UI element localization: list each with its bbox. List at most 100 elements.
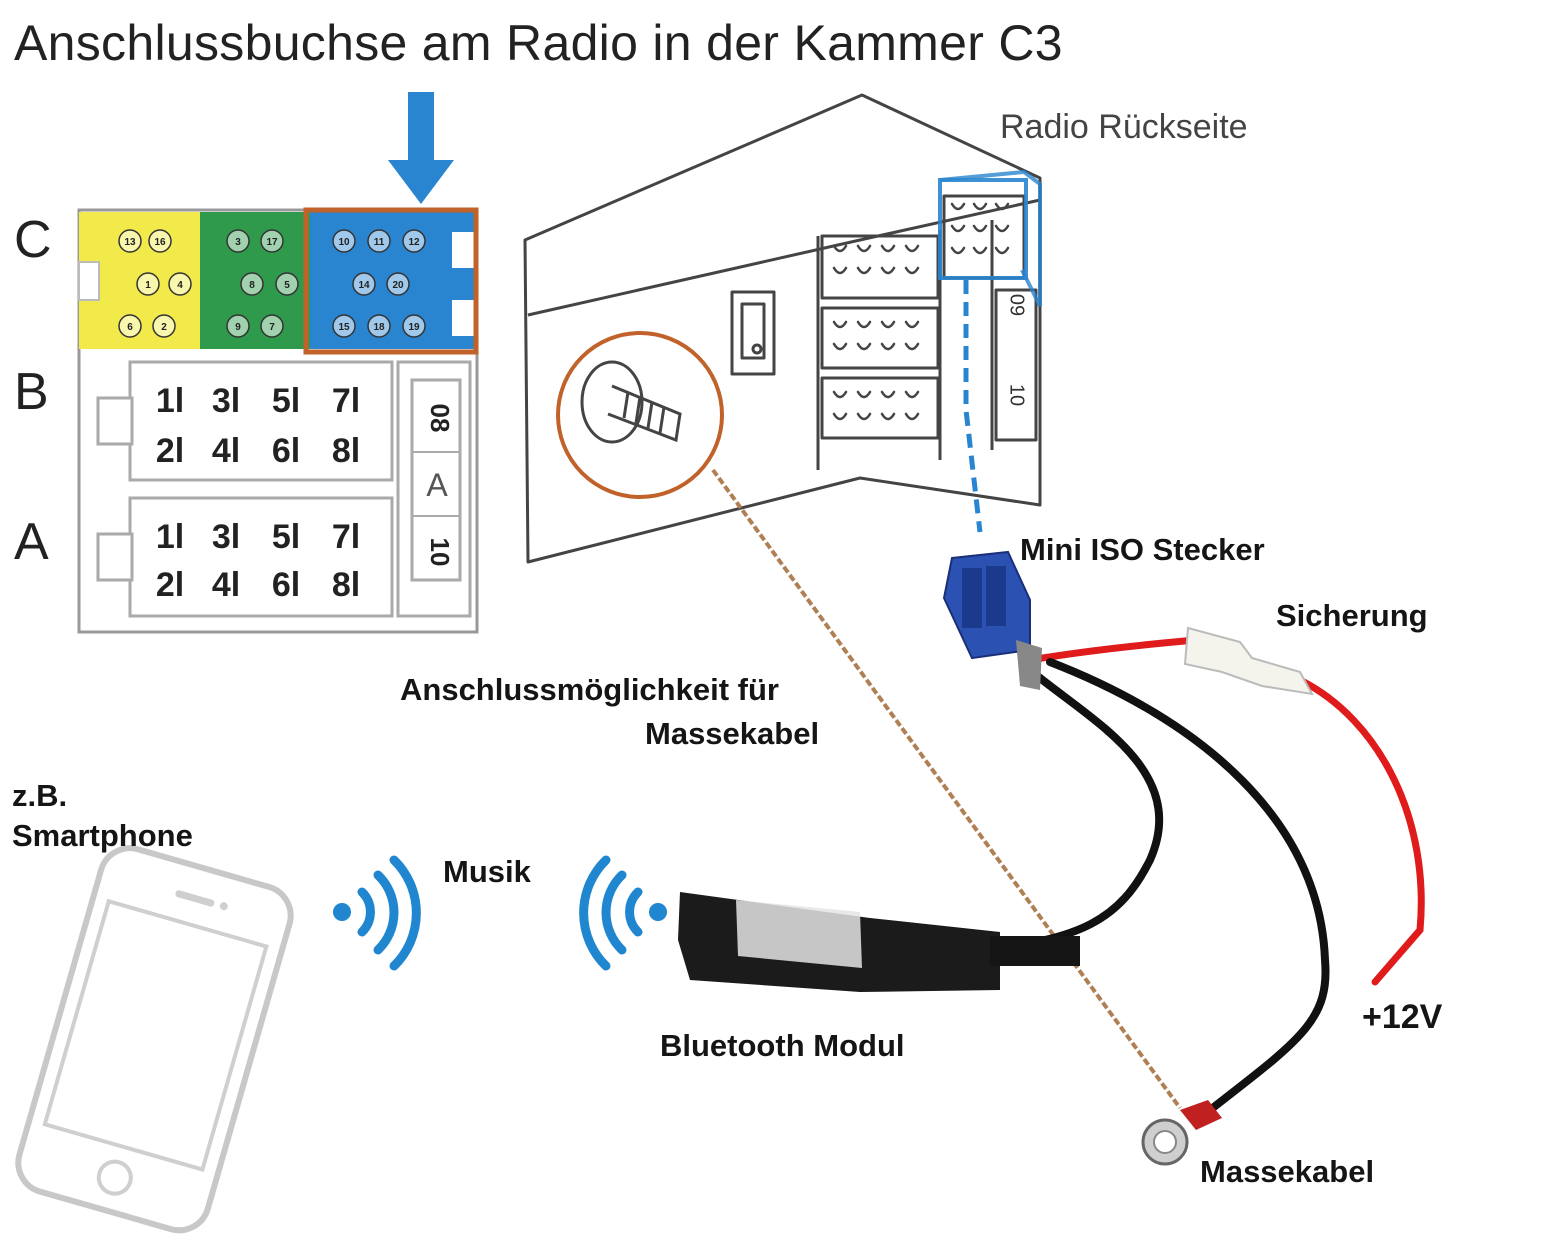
black-wire bbox=[866, 658, 1330, 1114]
pin-a-label: 1l bbox=[156, 518, 184, 556]
pin-c-label: 14 bbox=[358, 280, 370, 291]
pin-a-label: 8l bbox=[332, 566, 360, 604]
ground-cable-label: Massekabel bbox=[1200, 1154, 1375, 1189]
pin-a-label: 5l bbox=[272, 518, 300, 556]
radio-contact bbox=[904, 266, 920, 275]
pin-c-circle bbox=[136, 272, 160, 296]
ring-terminal-icon bbox=[1141, 1100, 1222, 1166]
pin-c-circle bbox=[152, 314, 176, 338]
row-label-a: A bbox=[14, 513, 49, 571]
pin-c-label: 17 bbox=[266, 237, 278, 248]
radio-contact bbox=[880, 266, 896, 275]
pin-b-label: 4l bbox=[212, 432, 240, 470]
radio-pins bbox=[832, 202, 1010, 421]
pin-a-label: 2l bbox=[156, 566, 184, 604]
ground-option-label-2: Massekabel bbox=[645, 716, 820, 751]
example-label: z.B. bbox=[12, 778, 68, 813]
pin-c-circle bbox=[260, 314, 284, 338]
pin-c-circle bbox=[118, 314, 142, 338]
pin-c-circle bbox=[402, 314, 426, 338]
ground-option-label-1: Anschlussmöglichkeit für bbox=[400, 672, 779, 707]
radio-side-bottom: 10 bbox=[1006, 384, 1028, 406]
pin-c-circle bbox=[148, 229, 172, 253]
pin-c-circle bbox=[352, 272, 376, 296]
pin-c-circle bbox=[402, 229, 426, 253]
signal-waves-phone-icon bbox=[333, 855, 421, 971]
radio-contact bbox=[904, 390, 920, 399]
smartphone-icon bbox=[15, 845, 294, 1234]
pin-c-label: 2 bbox=[161, 322, 167, 333]
pin-c-label: 4 bbox=[177, 280, 183, 291]
radio-contact bbox=[832, 412, 848, 421]
ground-bolt bbox=[556, 331, 724, 499]
music-label: Musik bbox=[443, 854, 531, 889]
pin-c-label: 20 bbox=[392, 280, 404, 291]
radio-contact bbox=[880, 244, 896, 253]
bluetooth-module-icon bbox=[678, 892, 1080, 992]
pin-b-label: 8l bbox=[332, 432, 360, 470]
radio-contact bbox=[994, 202, 1010, 211]
radio-contact bbox=[950, 224, 966, 233]
radio-contact bbox=[994, 246, 1010, 255]
voltage-label: +12V bbox=[1362, 998, 1443, 1036]
pin-a-label: 7l bbox=[332, 518, 360, 556]
pin-c-circle bbox=[332, 229, 356, 253]
radio-contact bbox=[904, 320, 920, 329]
pin-a-label: 4l bbox=[212, 566, 240, 604]
mini-iso-label: Mini ISO Stecker bbox=[1020, 532, 1265, 567]
pin-c-label: 1 bbox=[145, 280, 151, 291]
radio-contact bbox=[856, 266, 872, 275]
radio-back bbox=[523, 93, 1042, 564]
pin-c-label: 6 bbox=[127, 322, 133, 333]
row-label-b: B bbox=[14, 363, 49, 421]
radio-contact bbox=[950, 202, 966, 211]
block-side-mid: A bbox=[426, 467, 448, 503]
radio-contact bbox=[880, 390, 896, 399]
radio-contact bbox=[832, 266, 848, 275]
radio-contact bbox=[880, 342, 896, 351]
radio-contact bbox=[994, 224, 1010, 233]
ground-option-line bbox=[711, 468, 1182, 1110]
bluetooth-label: Bluetooth Modul bbox=[660, 1028, 905, 1063]
pin-c-circle bbox=[118, 229, 142, 253]
arrow-down-icon bbox=[388, 92, 454, 204]
pin-c-label: 9 bbox=[235, 322, 241, 333]
radio-contact bbox=[856, 320, 872, 329]
pin-c-label: 8 bbox=[249, 280, 255, 291]
radio-contact bbox=[880, 412, 896, 421]
radio-contact bbox=[832, 244, 848, 253]
pin-c-label: 15 bbox=[338, 322, 350, 333]
pin-c-circle bbox=[226, 314, 250, 338]
pin-c-label: 12 bbox=[408, 237, 420, 248]
pin-b-label: 7l bbox=[332, 382, 360, 420]
radio-contact bbox=[950, 246, 966, 255]
pin-c-label: 3 bbox=[235, 237, 241, 248]
radio-contact bbox=[832, 320, 848, 329]
c3-highlight bbox=[303, 207, 479, 355]
fuse-label: Sicherung bbox=[1276, 598, 1428, 633]
radio-back-label: Radio Rückseite bbox=[1000, 108, 1248, 146]
radio-contact bbox=[972, 246, 988, 255]
fuse-icon bbox=[1183, 626, 1314, 696]
pin-c-circle bbox=[386, 272, 410, 296]
radio-contact bbox=[904, 342, 920, 351]
block-side-top: 08 bbox=[425, 404, 455, 433]
radio-contact bbox=[904, 412, 920, 421]
pin-c-circle bbox=[226, 229, 250, 253]
red-wire bbox=[1026, 636, 1425, 986]
pin-a-label: 6l bbox=[272, 566, 300, 604]
mini-iso-plug-icon bbox=[942, 550, 1042, 690]
pin-c-label: 13 bbox=[124, 237, 136, 248]
pin-c-label: 16 bbox=[154, 237, 166, 248]
pin-b-label: 5l bbox=[272, 382, 300, 420]
pin-c-label: 18 bbox=[373, 322, 385, 333]
pin-c-label: 19 bbox=[408, 322, 420, 333]
pin-b-label: 2l bbox=[156, 432, 184, 470]
pin-c-circle bbox=[367, 314, 391, 338]
pin-c-circle bbox=[367, 229, 391, 253]
radio-contact bbox=[972, 224, 988, 233]
smartphone-label: Smartphone bbox=[12, 818, 193, 853]
radio-side-top: 09 bbox=[1006, 294, 1028, 316]
